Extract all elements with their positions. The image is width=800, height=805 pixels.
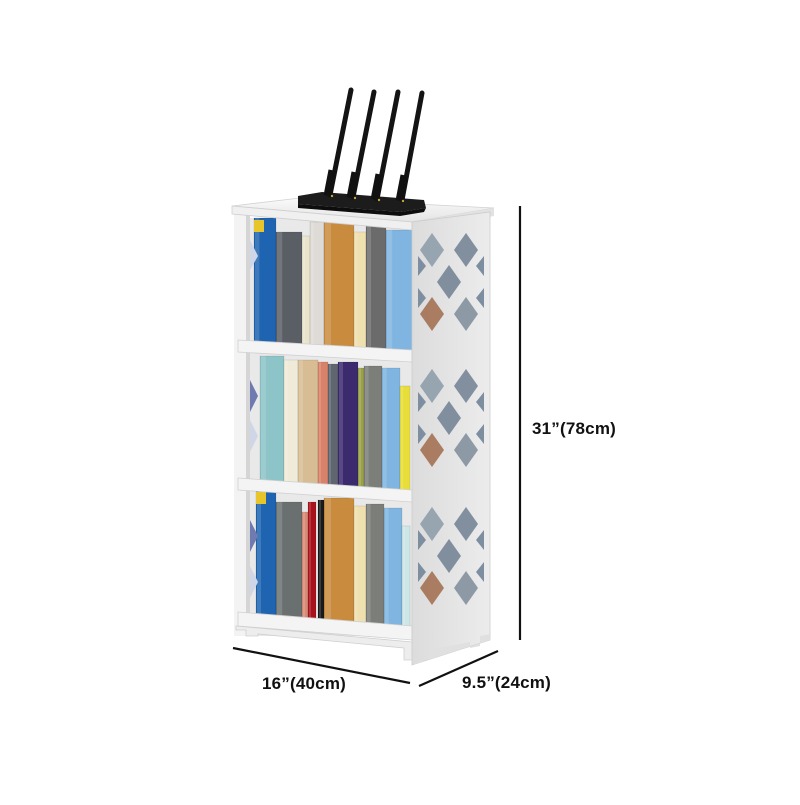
lattice-cutout — [454, 507, 478, 541]
depth-dimension-line — [418, 649, 499, 688]
wifi-router — [298, 87, 426, 216]
book — [323, 497, 355, 624]
shelf-3-books — [255, 489, 411, 629]
lattice-cutout — [420, 571, 444, 605]
left-side-panel — [234, 210, 258, 636]
shelf-1-books — [253, 217, 413, 354]
books — [253, 217, 413, 629]
lattice-cutout — [454, 369, 478, 403]
shelf-boards — [235, 339, 413, 661]
right-lattice-panel — [411, 211, 491, 666]
height-dimension-label: 31”(78cm) — [532, 419, 617, 438]
dimension-lines — [232, 206, 522, 688]
lattice-cutout — [420, 433, 444, 467]
lattice-cutout — [420, 369, 444, 403]
width-dimension-label: 16”(40cm) — [262, 674, 347, 693]
depth-dimension-label: 9.5”(24cm) — [462, 673, 551, 692]
lattice-cutout — [420, 297, 444, 331]
book — [323, 219, 355, 350]
lattice-cutout — [454, 297, 478, 331]
book — [275, 501, 303, 621]
lattice-cutout — [420, 233, 444, 267]
lattice-cutout — [454, 571, 478, 605]
lattice-cutout — [437, 265, 461, 299]
book — [259, 355, 285, 486]
lattice-cutout — [437, 539, 461, 573]
width-dimension-line — [232, 646, 411, 685]
lattice-cutout — [454, 233, 478, 267]
shelf-2-books — [259, 355, 411, 495]
lattice-cutout — [454, 433, 478, 467]
lattice-cutout — [437, 401, 461, 435]
lattice-cutout — [420, 507, 444, 541]
